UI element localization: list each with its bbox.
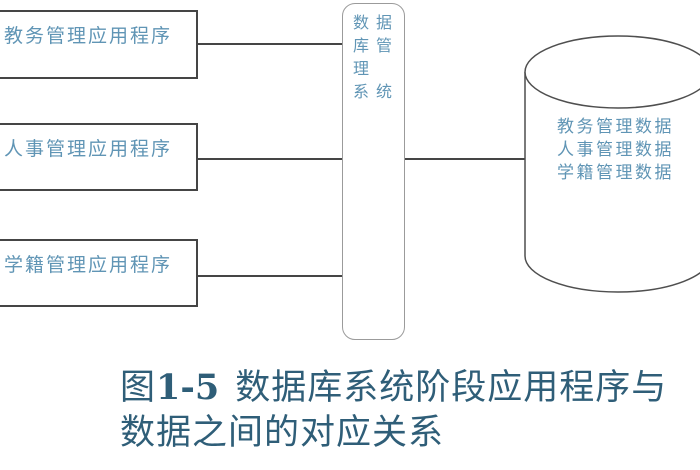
caption-figure-number: 1-5 bbox=[156, 367, 220, 408]
app-box-academic: 教务管理应用程序 bbox=[0, 10, 198, 79]
connector-student-to-dbms bbox=[198, 275, 342, 277]
figure-caption: 图1-5 数据库系统阶段应用程序与 数据之间的对应关系 bbox=[120, 365, 667, 456]
database-item-academic: 教务管理数据 bbox=[557, 117, 674, 137]
cylinder-top bbox=[524, 35, 700, 109]
database-item-personnel: 人事管理数据 bbox=[557, 140, 674, 160]
database-cylinder-icon bbox=[524, 35, 700, 293]
app-box-personnel: 人事管理应用程序 bbox=[0, 123, 198, 191]
connector-personnel-to-dbms bbox=[198, 158, 342, 160]
caption-line-1: 图1-5 数据库系统阶段应用程序与 bbox=[120, 365, 667, 411]
app-box-personnel-label: 人事管理应用程序 bbox=[4, 138, 173, 160]
connector-academic-to-dbms bbox=[198, 43, 342, 45]
caption-line-2: 数据之间的对应关系 bbox=[120, 413, 445, 453]
cylinder-body bbox=[524, 72, 700, 293]
app-box-student-status: 学籍管理应用程序 bbox=[0, 239, 198, 307]
dbms-label-line: 库管 bbox=[353, 36, 400, 55]
app-box-academic-label: 教务管理应用程序 bbox=[4, 25, 173, 47]
dbms-label-line: 理 bbox=[353, 59, 377, 78]
database-item-student: 学籍管理数据 bbox=[557, 163, 674, 183]
connector-dbms-to-database bbox=[405, 158, 526, 160]
dbms-box: 数据 库管 理 系统 bbox=[342, 3, 405, 340]
database-contents: 教务管理数据 人事管理数据 学籍管理数据 bbox=[557, 116, 674, 185]
caption-title-part1: 数据库系统阶段应用程序与 bbox=[235, 368, 668, 408]
app-box-student-status-label: 学籍管理应用程序 bbox=[4, 254, 173, 276]
dbms-label-line: 数据 bbox=[353, 13, 400, 32]
dbms-label-line: 系统 bbox=[353, 82, 400, 101]
dbms-label: 数据 库管 理 系统 bbox=[343, 4, 404, 103]
caption-figure-word: 图 bbox=[120, 368, 157, 408]
